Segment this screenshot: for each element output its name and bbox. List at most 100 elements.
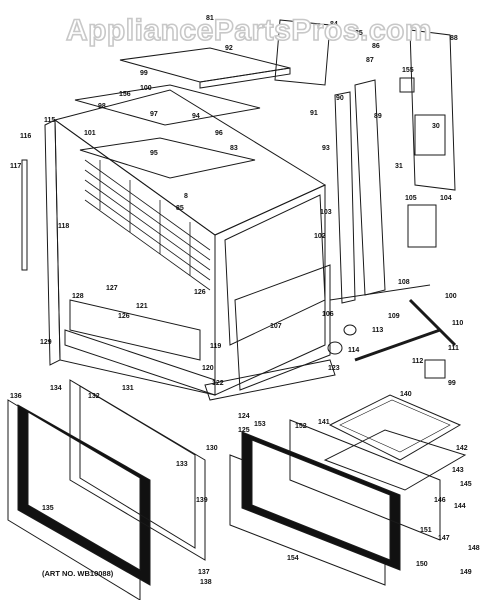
callout-label: 107 — [270, 323, 282, 330]
callout-label: 102 — [314, 233, 326, 240]
callout-label: 126 — [118, 313, 130, 320]
callout-label: 144 — [454, 503, 466, 510]
callout-label: 90 — [336, 95, 344, 102]
callout-label: 151 — [420, 527, 432, 534]
trim-strip — [204, 359, 336, 401]
cooktop-rack — [79, 137, 256, 179]
callout-label: 127 — [106, 285, 118, 292]
art-number: (ART NO. WB10088) — [42, 569, 114, 578]
callout-label: 84 — [330, 21, 338, 28]
callout-label: 148 — [468, 545, 480, 552]
callout-label: 141 — [318, 419, 330, 426]
burner-tube — [408, 298, 457, 347]
callout-label: 128 — [72, 293, 84, 300]
callout-label: 95 — [150, 150, 158, 157]
burner-box-top — [74, 84, 261, 126]
callout-label: 156 — [119, 91, 131, 98]
callout-label: 131 — [122, 385, 134, 392]
callout-label: 133 — [176, 461, 188, 468]
callout-label: 110 — [452, 320, 463, 327]
callout-label: 126 — [194, 289, 206, 296]
callout-label: 153 — [254, 421, 266, 428]
callout-label: 118 — [58, 223, 69, 230]
top-cover-panel-edge — [199, 67, 291, 89]
callout-label: 149 — [460, 569, 472, 576]
callout-label: 31 — [395, 163, 403, 170]
front-brace — [224, 194, 326, 346]
callout-label: 150 — [416, 561, 428, 568]
callout-label: 136 — [10, 393, 22, 400]
side-rail — [21, 159, 28, 271]
callout-label: 117 — [10, 163, 21, 170]
gas-tube — [329, 284, 431, 301]
callout-label: 104 — [440, 195, 452, 202]
callout-label: 124 — [238, 413, 250, 420]
callout-label: 93 — [322, 145, 330, 152]
callout-label: 100 — [140, 85, 152, 92]
callout-label: 92 — [225, 45, 233, 52]
callout-label: 152 — [295, 423, 307, 430]
callout-label: 145 — [460, 481, 472, 488]
callout-label: 115 — [44, 117, 55, 124]
callout-label: 147 — [438, 535, 450, 542]
callout-label: 113 — [372, 327, 383, 334]
oven-door-left — [7, 379, 206, 601]
callout-label: 155 — [402, 67, 414, 74]
bulb — [327, 341, 343, 355]
callout-label: 88 — [450, 35, 458, 42]
callout-label: 97 — [150, 111, 158, 118]
callout-label: 103 — [320, 209, 332, 216]
oven-door-right — [229, 419, 441, 586]
broiler-drawer — [323, 394, 467, 491]
callout-label: 121 — [136, 303, 148, 310]
callout-label: 120 — [202, 365, 214, 372]
callout-label: 154 — [287, 555, 299, 562]
callout-label: 87 — [366, 57, 374, 64]
callout-label: 137 — [198, 569, 210, 576]
callout-label: 89 — [374, 113, 382, 120]
switch-155 — [399, 77, 415, 93]
callout-label: 99 — [140, 70, 148, 77]
callout-label: 8 — [184, 193, 188, 200]
callout-label: 116 — [20, 133, 31, 140]
callout-label: 146 — [434, 497, 446, 504]
callout-label: 134 — [50, 385, 62, 392]
callout-label: 112 — [412, 358, 423, 365]
callout-label: 109 — [388, 313, 400, 320]
callout-label: 81 — [206, 15, 214, 22]
side-panel-90 — [334, 91, 356, 304]
callout-label: 139 — [196, 497, 208, 504]
oven-body-right — [214, 184, 326, 396]
callout-label: 30 — [432, 123, 440, 130]
lower-side-frame — [234, 264, 331, 391]
callout-label: 125 — [238, 427, 250, 434]
callout-label: 105 — [405, 195, 417, 202]
callout-label: 96 — [215, 130, 223, 137]
ignitor — [343, 324, 357, 336]
callout-label: 143 — [452, 467, 464, 474]
callout-label: 114 — [348, 347, 359, 354]
side-panel-89 — [354, 79, 386, 296]
callout-label: 108 — [398, 279, 410, 286]
callout-label: 123 — [328, 365, 340, 372]
callout-labels: 81 84 85 86 87 88 92 99 100 98 156 97 94… — [10, 15, 480, 586]
vent-bracket — [274, 19, 331, 86]
callout-label: 138 — [200, 579, 212, 586]
oven-body-top — [53, 89, 327, 236]
relay-board — [407, 204, 437, 248]
callout-label: 111 — [448, 345, 459, 352]
callout-label: 98 — [98, 103, 106, 110]
support-strap — [354, 328, 441, 362]
callout-label: 135 — [42, 505, 54, 512]
broiler-pan — [69, 299, 201, 361]
callout-label: 119 — [210, 343, 221, 350]
callout-label: 106 — [322, 311, 334, 318]
callout-label: 101 — [84, 130, 96, 137]
callout-label: 94 — [192, 113, 200, 120]
callout-label: 85 — [176, 205, 184, 212]
bottom-kick-plate — [64, 329, 216, 396]
callout-label: 91 — [310, 110, 318, 117]
callout-label: 122 — [212, 380, 224, 387]
callout-label: 130 — [206, 445, 218, 452]
